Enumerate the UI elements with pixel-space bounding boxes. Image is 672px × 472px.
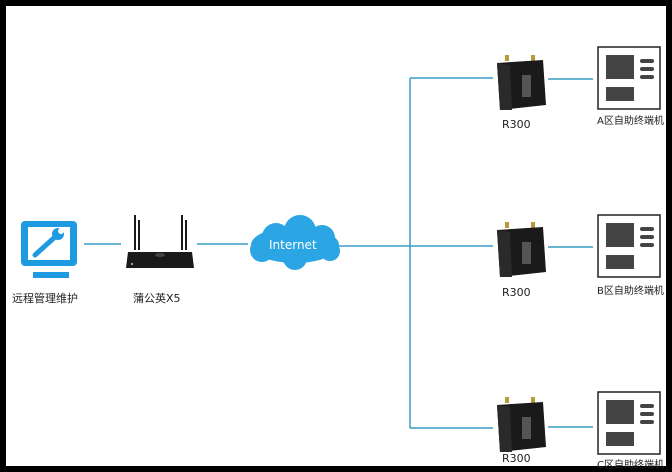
router-c-icon: [497, 397, 546, 452]
terminal-a-icon: [597, 46, 661, 110]
gateway-label: 蒲公英X5: [133, 292, 181, 305]
router-b-label: R300: [502, 286, 531, 299]
internet-label: Internet: [269, 238, 317, 252]
router-c-label: R300: [502, 452, 531, 465]
terminal-b-label: B区自助终端机: [597, 286, 664, 297]
diagram-canvas: Internet 远程管理维护 蒲公英X5 R300 R300 R300 A区自…: [6, 6, 666, 471]
router-b-icon: [497, 222, 546, 277]
links: [84, 77, 593, 429]
terminal-a-label: A区自助终端机: [597, 116, 664, 127]
admin-label: 远程管理维护: [12, 292, 78, 305]
terminal-c-label: C区自助终端机: [597, 460, 664, 471]
monitor-wrench-icon: [21, 221, 77, 278]
diagram-graphics: [21, 46, 661, 455]
router-a-label: R300: [502, 118, 531, 131]
terminal-b-icon: [597, 214, 661, 278]
router-a-icon: [497, 55, 546, 110]
terminal-c-icon: [597, 391, 661, 455]
router-icon: [126, 215, 194, 268]
cloud-icon: [250, 215, 340, 270]
